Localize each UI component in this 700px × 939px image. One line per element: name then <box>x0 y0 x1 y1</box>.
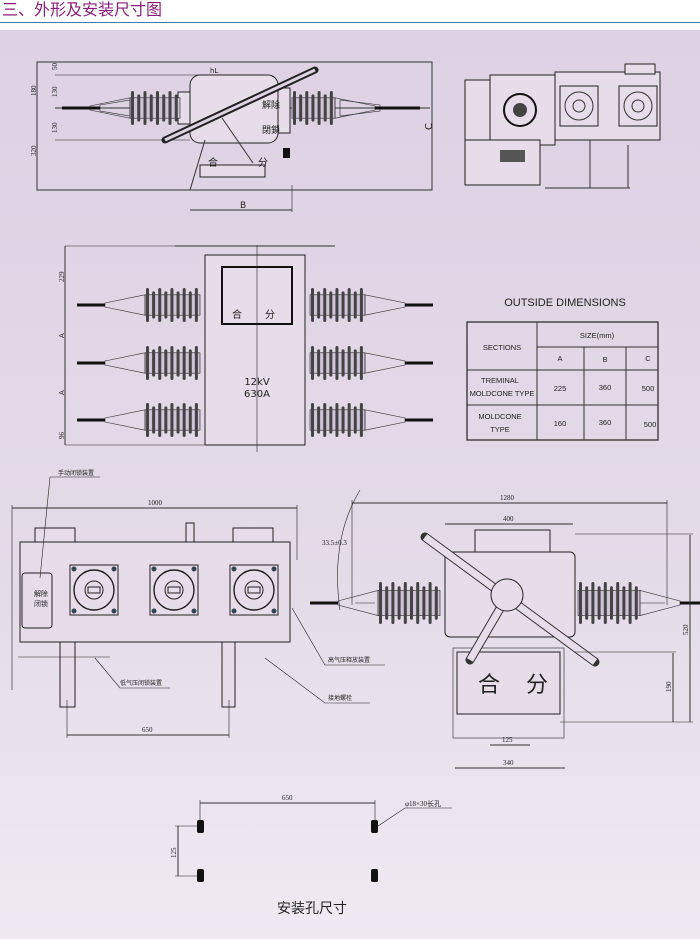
low-pressure-lock-label: 低气压闭锁装置 <box>120 679 162 687</box>
dim-angle: 33.5±0.3 <box>322 539 347 547</box>
ground-bolt-label: 接地螺栓 <box>328 694 352 702</box>
dim-96: 96 <box>58 432 66 440</box>
open-label: 分 <box>526 673 548 698</box>
row2-a: 160 <box>554 419 567 428</box>
section-header: 三、外形及安装尺寸图 <box>0 0 700 23</box>
dim-1280: 1280 <box>500 494 515 502</box>
col-a: A <box>557 354 562 363</box>
dim-320: 320 <box>30 145 38 156</box>
drawing-panel <box>0 30 700 939</box>
row1-c: 500 <box>642 384 655 393</box>
mounting-caption: 安装孔尺寸 <box>277 901 347 917</box>
insulator <box>62 91 181 125</box>
hole-size-label: φ18×30长孔 <box>405 799 441 808</box>
insulator <box>309 403 433 437</box>
unlock-label: 解除 <box>262 99 280 111</box>
dim-130-upper: 130 <box>51 86 59 97</box>
dim-1000: 1000 <box>148 499 163 507</box>
row2-name: MOLDCONE <box>478 412 521 421</box>
mounting-hole <box>371 820 378 833</box>
dim-50: 50 <box>51 63 59 71</box>
top-view: 180 50 130 130 320 C B hL 解除 閉鎖 合 分 <box>30 61 435 212</box>
insulator <box>309 288 433 322</box>
dim-a-2: A <box>58 390 66 395</box>
dim-650: 650 <box>282 794 293 802</box>
mounting-hole <box>197 869 204 882</box>
row2-c: 500 <box>644 420 657 429</box>
close-label: 合 <box>478 673 500 698</box>
insulator <box>77 288 201 322</box>
voltage-rating: 12kV <box>244 377 270 388</box>
close-label: 合 <box>232 308 242 321</box>
size-header: SIZE(mm) <box>580 331 615 340</box>
dim-125: 125 <box>170 847 178 858</box>
dim-hl: hL <box>210 67 218 75</box>
dim-130-lower: 130 <box>51 122 59 133</box>
bushing-flange <box>69 564 119 616</box>
open-label: 分 <box>258 157 268 169</box>
mounting-hole <box>197 820 204 833</box>
row1-b: 360 <box>599 383 612 392</box>
insulator <box>291 91 403 125</box>
lock-label: 閉鎖 <box>262 124 280 136</box>
insulator <box>577 582 700 624</box>
high-pressure-release-label: 高气压释放装置 <box>328 656 370 664</box>
open-label: 分 <box>265 309 275 321</box>
table-title: OUTSIDE DIMENSIONS <box>504 297 626 309</box>
row1-name: MOLDCONE TYPE <box>470 389 535 398</box>
section-title: 三、外形及安装尺寸图 <box>2 0 163 19</box>
dim-229: 229 <box>58 271 66 282</box>
front-view: 合 分 12kV 630A 229 A A 96 <box>58 245 433 452</box>
end-view: 合 分 1280 400 33.5±0.3 520 190 125 340 <box>310 489 700 769</box>
dim-b: B <box>240 201 246 211</box>
bushing-flange <box>149 564 199 616</box>
current-rating: 630A <box>244 389 270 400</box>
dim-125: 125 <box>502 736 513 744</box>
outside-dimensions-table: OUTSIDE DIMENSIONS SECTIONS SIZE(mm) A B… <box>466 297 659 441</box>
dim-180: 180 <box>30 85 38 96</box>
lock-label: 闭锁 <box>34 599 48 608</box>
dim-400: 400 <box>503 515 514 523</box>
dim-520: 520 <box>682 624 690 635</box>
col-b: B <box>602 355 607 364</box>
dim-c: C <box>424 123 435 130</box>
dim-340: 340 <box>503 759 514 767</box>
dim-650: 650 <box>142 726 153 734</box>
dim-190: 190 <box>665 681 673 692</box>
insulator <box>310 582 441 624</box>
row2-name: TYPE <box>490 425 510 434</box>
insulator <box>309 346 433 380</box>
unlock-label: 解除 <box>34 589 48 598</box>
mounting-hole <box>371 869 378 882</box>
row1-a: 225 <box>554 384 567 393</box>
insulator <box>77 403 201 437</box>
manual-lock-label: 手动闭锁装置 <box>58 469 94 477</box>
dim-a-1: A <box>58 333 66 338</box>
row2-b: 360 <box>599 418 612 427</box>
side-view-bottom-left: 解除 闭锁 1000 650 手动闭锁装置 低气压闭锁装置 高气压释放装置 接地… <box>11 469 385 738</box>
close-label: 合 <box>208 156 218 169</box>
col-c: C <box>645 354 651 363</box>
mounting-holes: 650 125 φ18×30长孔 安装孔尺寸 <box>170 794 452 917</box>
row1-name: TREMINAL <box>481 376 519 385</box>
insulator <box>77 346 201 380</box>
side-view-top-right <box>464 63 661 189</box>
sections-header: SECTIONS <box>483 343 521 352</box>
bushing-flange <box>229 564 279 616</box>
